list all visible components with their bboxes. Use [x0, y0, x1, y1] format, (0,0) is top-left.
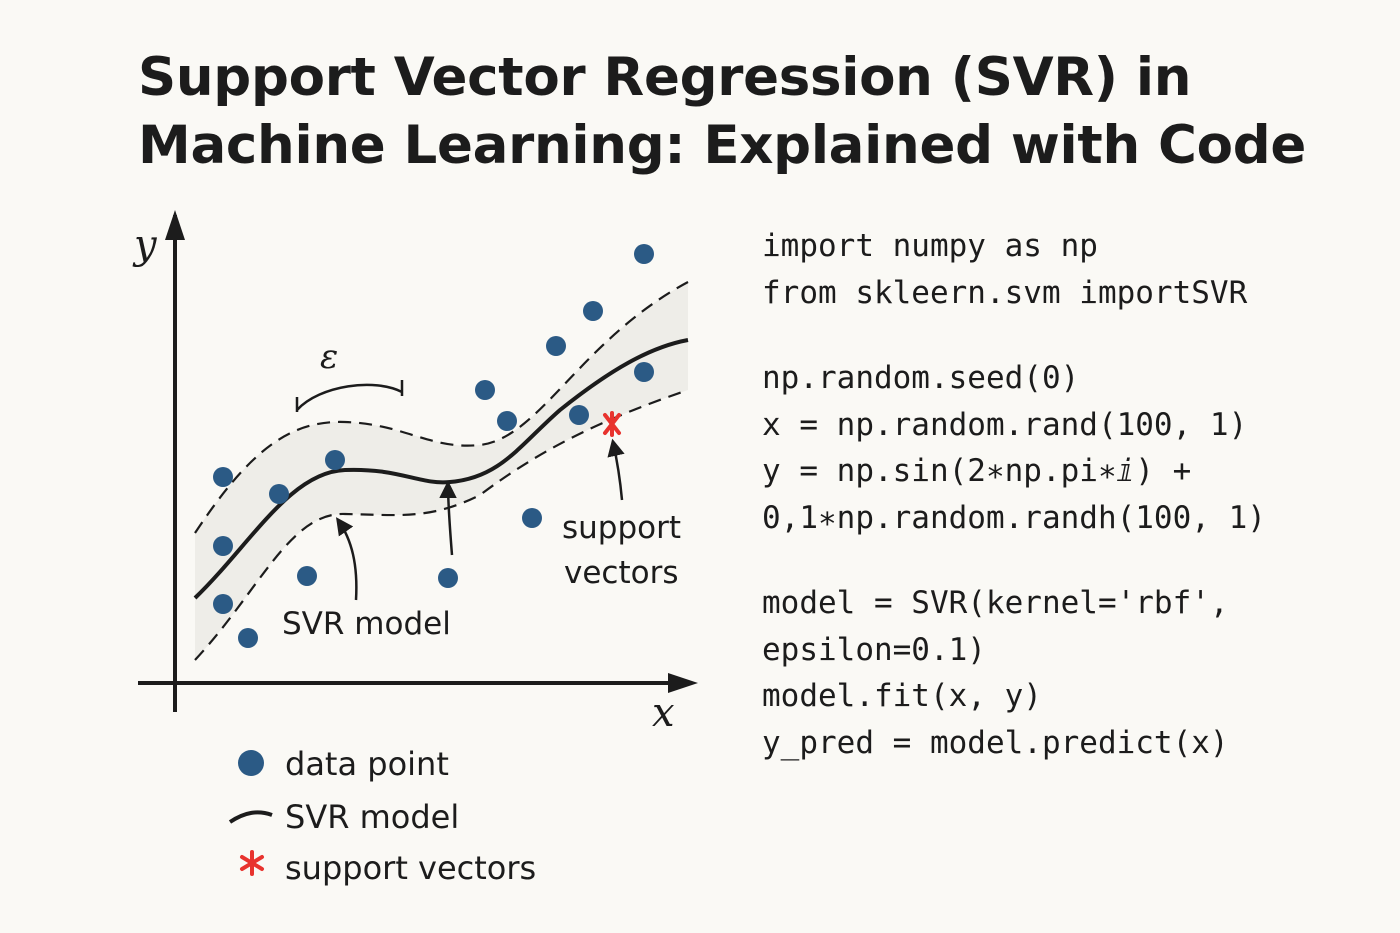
data-point [438, 568, 458, 588]
data-point [634, 362, 654, 382]
data-point [497, 411, 517, 431]
data-point [546, 336, 566, 356]
legend-label-svr-model: SVR model [285, 798, 459, 836]
code-line: 0,1∗np.random.randh(100, 1) [762, 499, 1266, 536]
support-vector-marker [603, 411, 621, 437]
code-line: y = np.sin(2∗np.pi∗ⅈ) + [762, 453, 1192, 489]
code-line: np.random.seed(0) [762, 360, 1080, 396]
svr-model-arrow-right [439, 480, 457, 556]
code-line: epsilon=0.1) [762, 631, 986, 668]
data-point [269, 484, 289, 504]
data-point [213, 467, 233, 487]
dot-icon [238, 750, 264, 776]
support-vectors-annotation-line2: vectors [564, 555, 678, 591]
svr-model-arrow-left [335, 517, 358, 601]
support-vector-arrow [607, 438, 625, 501]
x-axis-label: x [652, 690, 675, 736]
curve-icon [228, 810, 273, 824]
data-point [238, 628, 258, 648]
code-block: import numpy as np from skleern.svm impo… [762, 223, 1266, 766]
code-spacer [762, 541, 1266, 580]
data-point [522, 508, 542, 528]
data-point [475, 380, 495, 400]
title-line-2: Machine Learning: Explained with Code [138, 115, 1307, 176]
data-point [569, 405, 589, 425]
code-line: y_pred = model.predict(x) [762, 724, 1229, 761]
data-point [213, 594, 233, 614]
legend-label-support-vectors: support vectors [285, 849, 536, 887]
code-line: model = SVR(kernel='rbf', [762, 585, 1229, 621]
page-title: Support Vector Regression (SVR) in Machi… [138, 44, 1358, 180]
data-point [297, 566, 317, 586]
data-point [634, 244, 654, 264]
y-axis-arrowhead [165, 210, 185, 240]
legend: data point SVR model support vectors [228, 745, 536, 887]
data-point [213, 536, 233, 556]
y-axis-label: y [132, 222, 158, 268]
lower-margin-line [194, 388, 689, 661]
code-line: model.fit(x, y) [762, 678, 1042, 714]
svr-model-annotation: SVR model [282, 606, 451, 642]
code-line: import numpy as np [762, 228, 1098, 264]
asterisk-icon [240, 850, 264, 876]
epsilon-label: ε [320, 337, 338, 377]
data-point [325, 450, 345, 470]
data-points [213, 244, 654, 648]
code-line: from skleern.svm importSVR [762, 274, 1248, 311]
legend-label-data-point: data point [285, 745, 449, 783]
support-vectors-annotation-line1: support [562, 510, 681, 546]
code-line: x = np.random.rand(100, 1) [762, 406, 1248, 443]
upper-margin-line [194, 281, 689, 534]
code-spacer [762, 316, 1266, 355]
epsilon-tube [195, 282, 688, 660]
title-line-1: Support Vector Regression (SVR) in [138, 47, 1192, 108]
x-axis-arrowhead [668, 673, 698, 693]
epsilon-bracket [295, 380, 404, 412]
data-point [583, 301, 603, 321]
